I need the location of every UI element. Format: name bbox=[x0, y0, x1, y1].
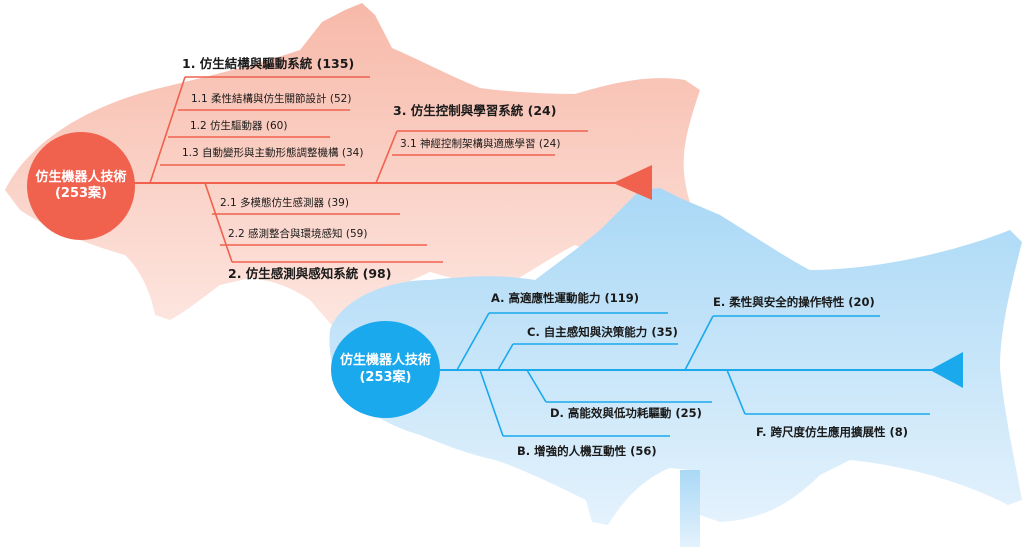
blue-lines-line-5 bbox=[684, 315, 714, 371]
blue-fish-head-arrow bbox=[930, 352, 963, 388]
blue-fish-body bbox=[329, 188, 1022, 525]
blue-fish-center: 仿生機器人技術 (253案) bbox=[331, 321, 440, 418]
blue-lines-line-7 bbox=[479, 369, 504, 437]
blue-fish-skeleton bbox=[420, 312, 935, 437]
red-fish-body bbox=[5, 3, 720, 335]
red-branch-1-label: 1. 仿生結構與驅動系統 (135) bbox=[182, 56, 355, 71]
blue-fish-tail-fin bbox=[680, 470, 700, 547]
red-center-title: 仿生機器人技術 bbox=[35, 169, 127, 185]
blue-branch-e-label: E. 柔性與安全的操作特性 (20) bbox=[713, 295, 875, 309]
blue-branch-d-label: D. 高能效與低功耗驅動 (25) bbox=[550, 406, 702, 420]
red-branch-2-label: 2. 仿生感測與感知系統 (98) bbox=[228, 266, 392, 281]
blue-lines-line-1 bbox=[456, 312, 490, 371]
red-item-2-1: 2.1 多模態仿生感測器 (39) bbox=[220, 197, 349, 209]
blue-branch-b-label: B. 增強的人機互動性 (56) bbox=[517, 444, 657, 458]
blue-branch-a-label: A. 高適應性運動能力 (119) bbox=[491, 291, 640, 305]
red-lines-line-1 bbox=[149, 76, 186, 184]
red-item-1-1: 1.1 柔性結構與仿生關節設計 (52) bbox=[191, 93, 352, 105]
blue-lines-line-9 bbox=[526, 369, 547, 403]
red-center-count: (253案) bbox=[54, 186, 108, 201]
blue-lines-line-11 bbox=[726, 369, 746, 415]
red-item-1-3: 1.3 自動變形與主動形態調整機構 (34) bbox=[182, 147, 364, 159]
red-fish-center: 仿生機器人技術 (253案) bbox=[27, 132, 135, 240]
red-fish-skeleton bbox=[100, 76, 615, 263]
blue-branch-c-label: C. 自主感知與決策能力 (35) bbox=[527, 325, 678, 339]
red-item-1-2: 1.2 仿生驅動器 (60) bbox=[190, 120, 288, 132]
red-lines-line-9 bbox=[204, 182, 233, 263]
red-fish-head-arrow bbox=[613, 165, 652, 200]
blue-center-title: 仿生機器人技術 bbox=[339, 353, 431, 369]
red-branch-3-label: 3. 仿生控制與學習系統 (24) bbox=[393, 103, 557, 118]
blue-lines-line-3 bbox=[497, 343, 514, 371]
red-item-2-2: 2.2 感測整合與環境感知 (59) bbox=[228, 228, 368, 240]
red-item-3-1: 3.1 神經控制架構與適應學習 (24) bbox=[400, 138, 561, 150]
blue-center-count: (253案) bbox=[359, 369, 412, 385]
red-lines-line-6 bbox=[375, 130, 398, 184]
blue-branch-f-label: F. 跨尺度仿生應用擴展性 (8) bbox=[756, 425, 909, 439]
